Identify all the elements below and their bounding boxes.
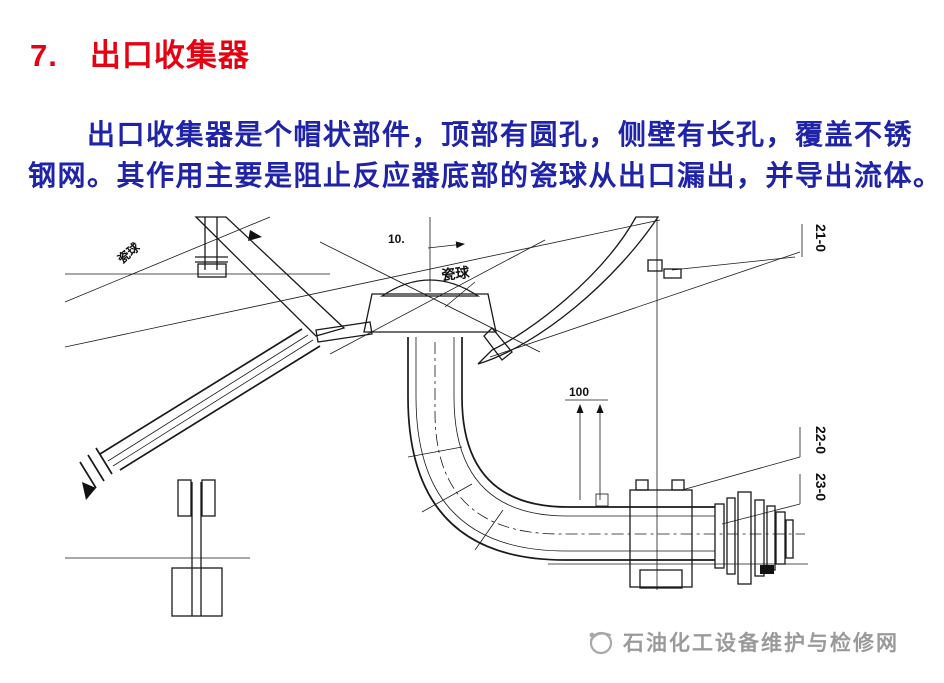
left-note-label: 瓷球 — [114, 239, 143, 267]
packing-and-drain-pipe — [65, 479, 250, 617]
support-box — [629, 479, 693, 589]
reactor-shell-section — [194, 216, 660, 365]
flow-arrow — [82, 482, 96, 500]
outlet-collector-cap — [315, 217, 513, 361]
body-text-line-2: 钢网。其作用主要是阻止反应器底部的瓷球从出口漏出，并导出流体。 — [28, 160, 943, 191]
technical-drawing: 100 — [60, 212, 890, 627]
upper-internal-pipe — [195, 217, 228, 278]
outlet-pipe — [407, 337, 805, 561]
ceramic-balls-label: 瓷球 — [441, 264, 472, 283]
left-angled-nozzle — [79, 328, 321, 500]
dimension-100: 100 — [565, 385, 609, 507]
drawing-labels: 21-0 22-0 23-0 瓷球 瓷球 10. — [114, 224, 829, 501]
watermark-text: 石油化工设备维护与检修网 — [623, 632, 899, 655]
cap-dome-top — [379, 279, 481, 297]
outlet-collector-drawing: 100 — [64, 216, 829, 617]
outlet-flange-stack — [548, 491, 808, 585]
dimension-100-value: 100 — [569, 385, 589, 399]
body-text: 出口收集器是个帽状部件，顶部有圆孔，侧壁有长孔，覆盖不锈 钢网。其作用主要是阻止… — [28, 114, 943, 196]
part-label-21-0: 21-0 — [813, 224, 829, 252]
construction-lines — [64, 216, 803, 525]
pipe-centerline — [434, 342, 805, 535]
right-centerline — [647, 217, 682, 590]
body-text-line-1: 出口收集器是个帽状部件，顶部有圆孔，侧壁有长孔，覆盖不锈 — [28, 119, 914, 150]
watermark-logo-icon — [589, 631, 613, 655]
part-label-23-0: 23-0 — [813, 473, 829, 501]
slide-title: 7. 出口收集器 — [30, 38, 250, 73]
note-10-label: 10. — [388, 232, 405, 246]
part-label-22-0: 22-0 — [813, 426, 829, 454]
watermark: 石油化工设备维护与检修网 — [586, 627, 899, 657]
cap-slotted-wall — [363, 293, 497, 333]
